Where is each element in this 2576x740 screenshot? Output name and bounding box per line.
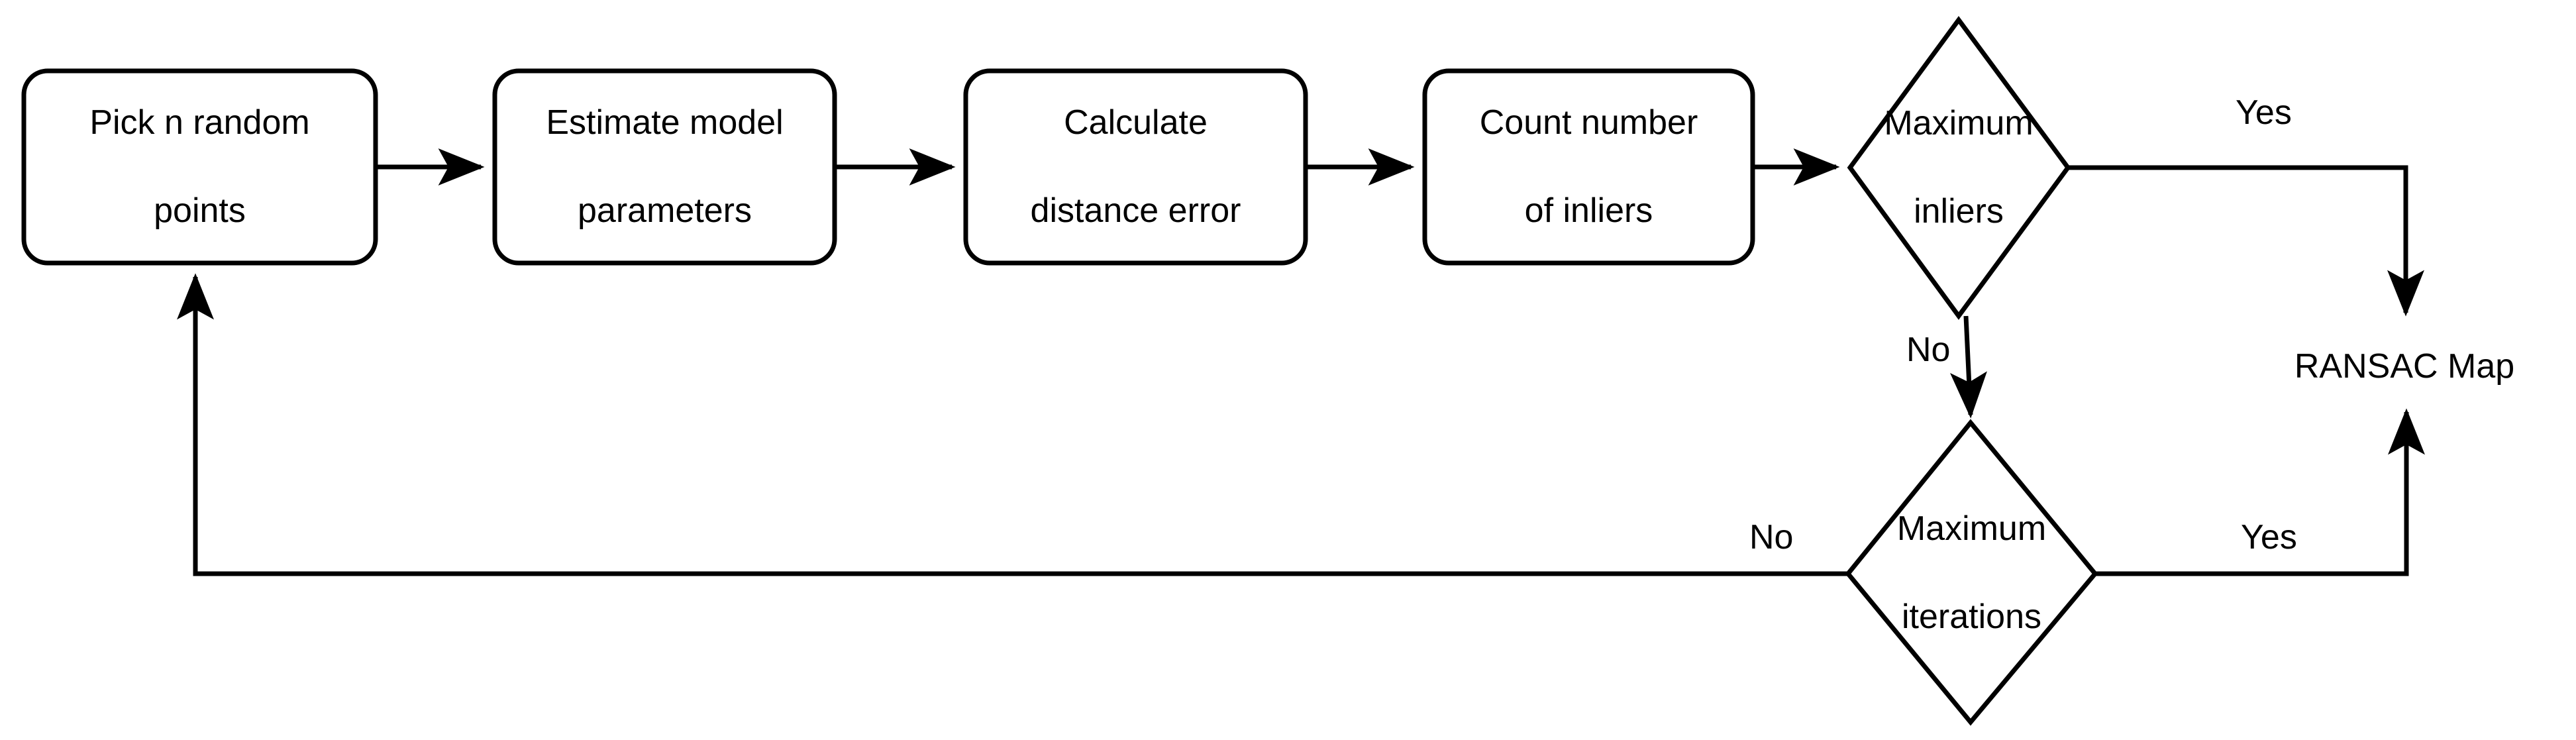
node-count-number-of-inliers[interactable] — [1425, 71, 1753, 263]
edge-label-maximum-iterations-no: No — [1749, 518, 1794, 556]
edge-maximum-inliers-no-to-maximum-iterations — [1950, 315, 1987, 419]
edge-label-maximum-inliers-no: No — [1906, 331, 1951, 369]
node-estimate-model-parameters[interactable] — [495, 71, 835, 263]
node-ransac-map-label: RANSAC Map — [2294, 347, 2515, 386]
node-maximum-inliers[interactable] — [1850, 20, 2068, 316]
edge-maximum-iterations-yes-to-ransac-map — [2095, 408, 2425, 576]
edge-label-maximum-inliers-yes: Yes — [2236, 93, 2292, 132]
node-pick-n-random-points[interactable] — [24, 71, 376, 263]
node-maximum-iterations[interactable] — [1848, 423, 2095, 722]
node-maximum-inliers-shape[interactable] — [1847, 16, 2071, 320]
node-maximum-iterations-shape[interactable] — [1845, 419, 2098, 726]
edge-maximum-inliers-yes-to-ransac-map — [2068, 165, 2424, 317]
node-ransac-map[interactable] — [2249, 344, 2560, 391]
node-calculate-distance-error[interactable] — [966, 71, 1306, 263]
edge-maximum-iterations-no-to-pick — [177, 273, 1848, 576]
edge-label-maximum-iterations-yes: Yes — [2241, 518, 2297, 556]
